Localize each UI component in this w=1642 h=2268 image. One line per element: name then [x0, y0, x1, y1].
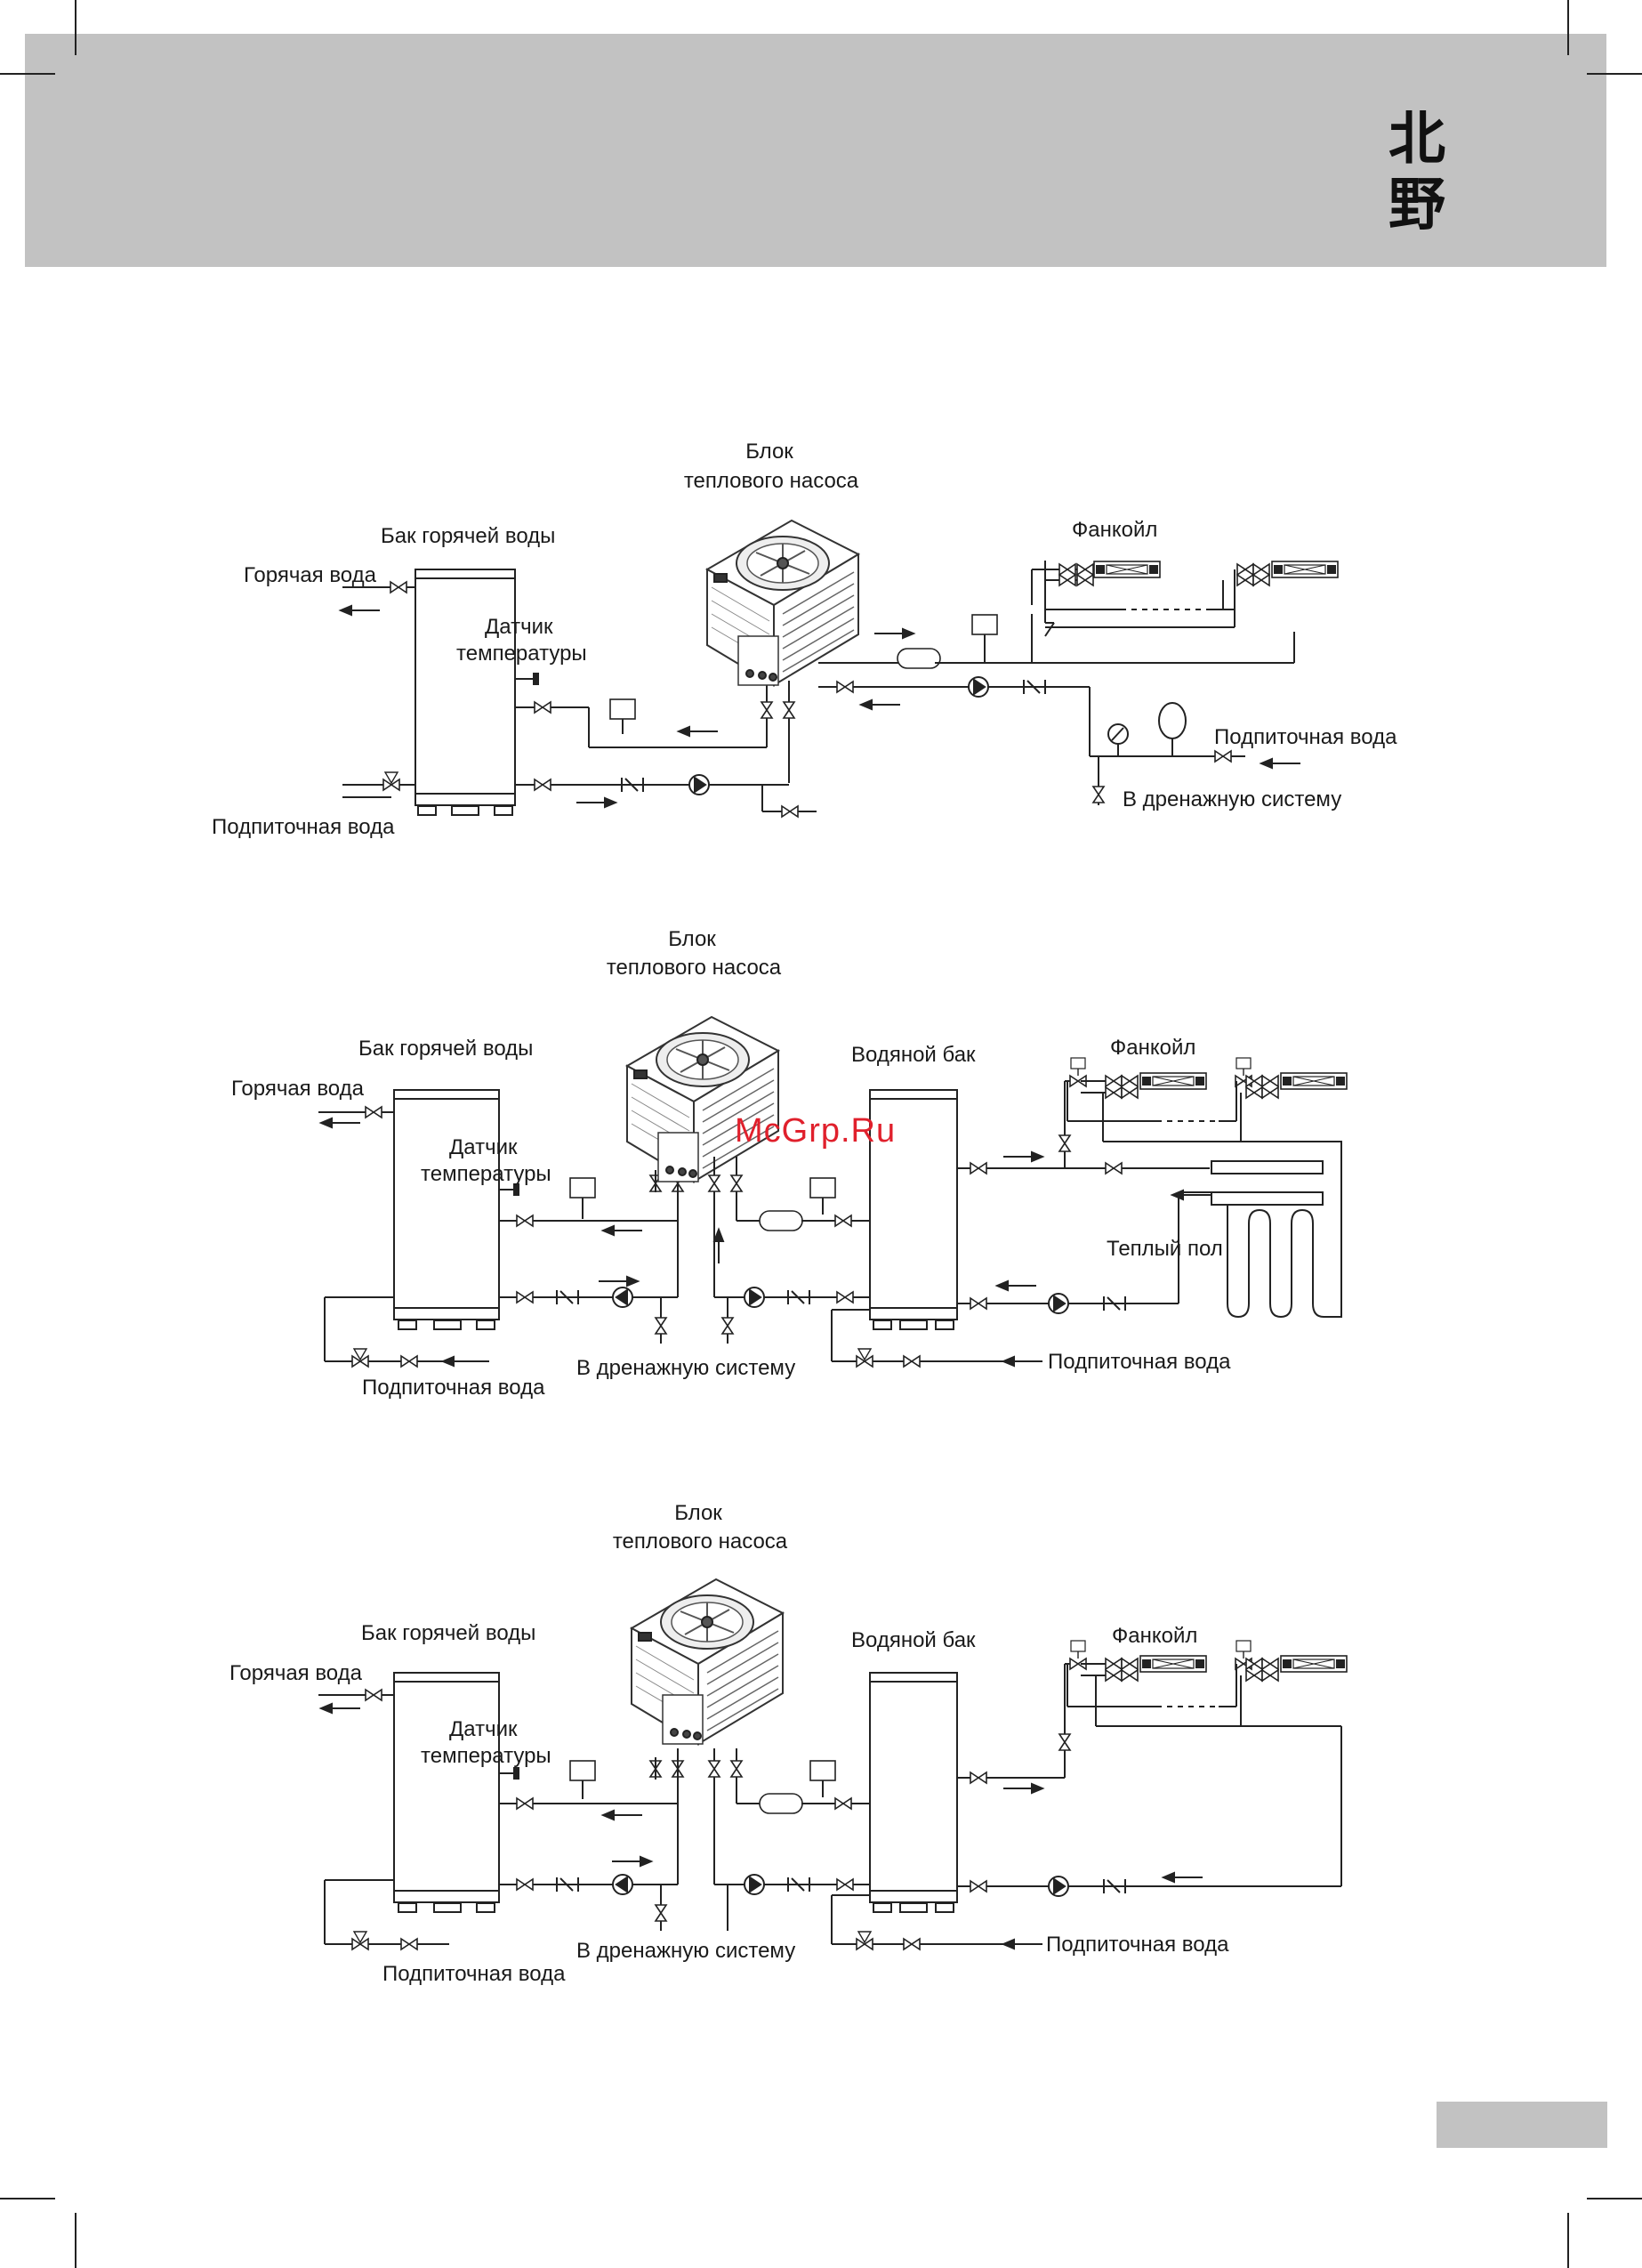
- makeup-right-label: Подпиточная вода: [1048, 1350, 1231, 1374]
- crop-mark: [0, 2198, 55, 2199]
- sensor-label-1: Датчик: [449, 1717, 518, 1741]
- scheme-1-labels: Блок теплового насоса Бак горячей воды Г…: [212, 440, 1397, 839]
- fancoil-label: Фанкойл: [1072, 518, 1157, 542]
- scheme-3-labels: Блок теплового насоса Бак горячей воды В…: [229, 1501, 1229, 1986]
- unit-label-2: теплового насоса: [684, 469, 859, 493]
- hot-tank-3: [393, 1672, 500, 1903]
- sensor-label-2: температуры: [421, 1162, 551, 1186]
- heat-pump-unit-3: [631, 1578, 784, 1745]
- heat-pump-unit-1: [706, 520, 859, 686]
- unit-label-1: Блок: [745, 440, 793, 464]
- brand-logo: 北 野: [1377, 107, 1457, 238]
- hot-water-label: Горячая вода: [231, 1077, 365, 1101]
- floor-label: Теплый пол: [1107, 1237, 1223, 1261]
- heat-pump-unit-2: [626, 1016, 779, 1182]
- scheme-2: [318, 1016, 1348, 1368]
- crop-mark: [1567, 0, 1569, 55]
- scheme-3: [318, 1578, 1348, 1950]
- hot-water-label: Горячая вода: [229, 1661, 363, 1685]
- crop-mark: [75, 0, 76, 55]
- crop-mark: [1587, 73, 1642, 75]
- water-tank-label: Водяной бак: [851, 1043, 976, 1067]
- scheme-2-labels: Блок теплового насоса Бак горячей воды В…: [231, 927, 1231, 1400]
- crop-mark: [0, 73, 55, 75]
- makeup-left-label: Подпиточная вода: [362, 1376, 545, 1400]
- logo-char-1: 北: [1388, 107, 1445, 173]
- unit-label-2: теплового насоса: [607, 956, 782, 980]
- drain-label: В дренажную систему: [576, 1939, 795, 1963]
- unit-label-1: Блок: [674, 1501, 722, 1525]
- page-number-box: [1437, 2102, 1607, 2148]
- makeup-left-label: Подпиточная вода: [382, 1962, 566, 1986]
- header-band: [25, 34, 1606, 267]
- hot-tank-2: [393, 1089, 500, 1320]
- watermark: McGrp.Ru: [735, 1112, 897, 1150]
- hot-water-label: Горячая вода: [244, 563, 377, 587]
- hot-tank-label: Бак горячей воды: [381, 524, 555, 548]
- water-tank-3: [869, 1672, 958, 1903]
- unit-label-1: Блок: [668, 927, 716, 951]
- fancoil-label: Фанкойл: [1112, 1624, 1197, 1648]
- sensor-label-1: Датчик: [449, 1135, 518, 1159]
- drain-label: В дренажную систему: [576, 1356, 795, 1380]
- water-tank-label: Водяной бак: [851, 1628, 976, 1652]
- logo-char-2: 野: [1388, 173, 1445, 238]
- scheme-1: [340, 520, 1339, 818]
- unit-label-2: теплового насоса: [613, 1529, 788, 1554]
- hot-tank-label: Бак горячей воды: [361, 1621, 535, 1645]
- water-tank-2: [869, 1089, 958, 1320]
- makeup-right-label: Подпиточная вода: [1214, 725, 1397, 749]
- drain-label: В дренажную систему: [1123, 787, 1341, 811]
- hot-tank-label: Бак горячей воды: [358, 1037, 533, 1061]
- makeup-right-label: Подпиточная вода: [1046, 1933, 1229, 1957]
- sensor-label-2: температуры: [456, 642, 587, 666]
- sensor-label-2: температуры: [421, 1744, 551, 1768]
- sensor-label-1: Датчик: [485, 615, 553, 639]
- crop-mark: [1587, 2198, 1642, 2199]
- crop-mark: [1567, 2213, 1569, 2268]
- makeup-left-label: Подпиточная вода: [212, 815, 395, 839]
- fancoil-label: Фанкойл: [1110, 1036, 1195, 1060]
- hot-tank-1: [415, 569, 516, 806]
- crop-mark: [75, 2213, 76, 2268]
